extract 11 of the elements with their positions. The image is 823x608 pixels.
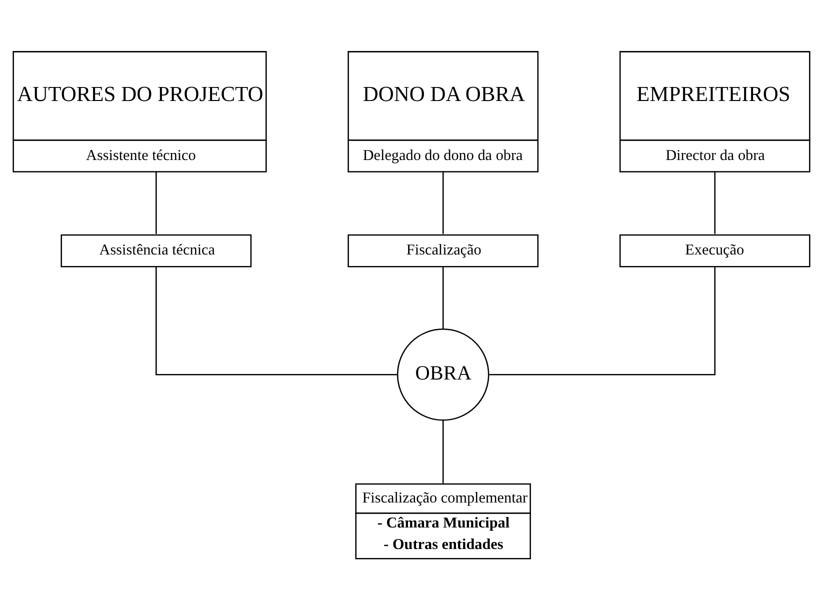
connector bbox=[156, 266, 398, 375]
connector bbox=[714, 170, 716, 234]
connector bbox=[156, 170, 157, 234]
connector bbox=[442, 266, 444, 328]
connector bbox=[442, 420, 444, 483]
node-box: Fiscalização bbox=[348, 234, 539, 267]
node-box: Execução bbox=[619, 234, 810, 267]
node-box: Assistência técnica bbox=[60, 234, 252, 267]
connector bbox=[442, 170, 444, 234]
node-circle: OBRA bbox=[396, 328, 490, 420]
connector bbox=[489, 266, 716, 375]
